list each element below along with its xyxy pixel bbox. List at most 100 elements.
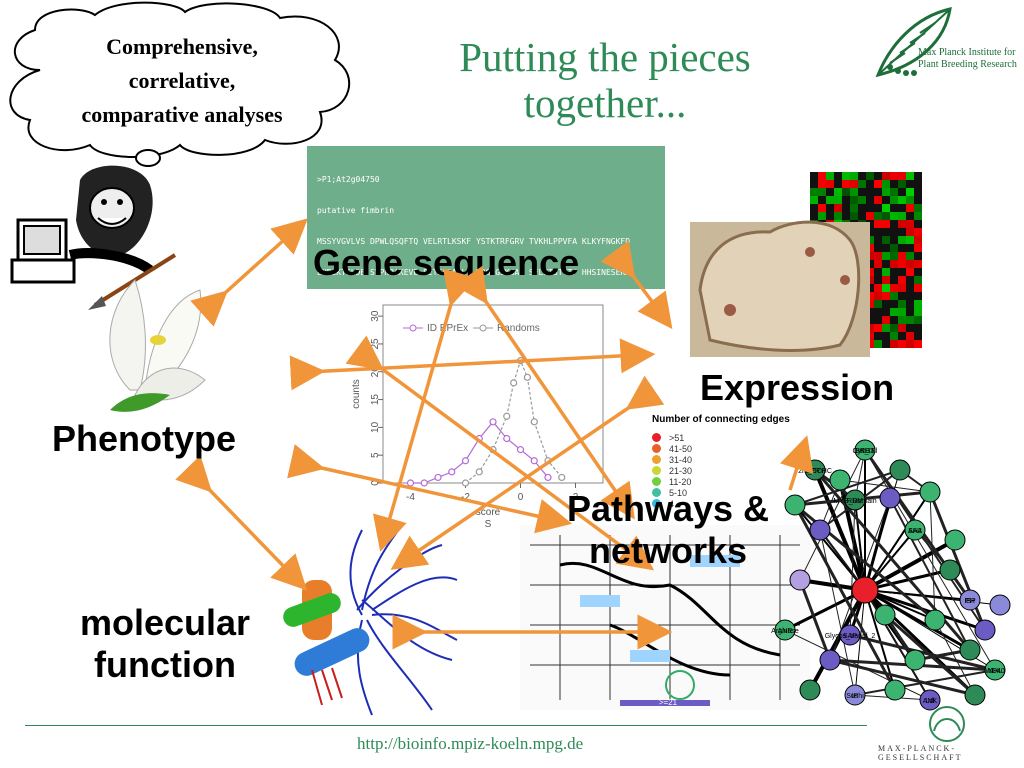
heatmap-cell	[882, 180, 890, 188]
heatmap-cell	[890, 260, 898, 268]
heatmap-cell	[906, 228, 914, 236]
heatmap-cell	[914, 260, 922, 268]
bubble-line-1: Comprehensive,	[106, 34, 258, 59]
heatmap-cell	[818, 188, 826, 196]
heatmap-cell	[914, 172, 922, 180]
heatmap-cell	[890, 188, 898, 196]
network-node	[874, 604, 896, 626]
heatmap-cell	[818, 212, 826, 220]
heatmap-cell	[882, 220, 890, 228]
heatmap-cell	[882, 332, 890, 340]
institute-line-1: Max Planck Institute for	[918, 47, 1016, 58]
heatmap-cell	[874, 292, 882, 300]
arrow-gene-function	[372, 268, 477, 552]
heatmap-cell	[914, 284, 922, 292]
heatmap-cell	[882, 300, 890, 308]
network-node	[984, 659, 1006, 681]
heatmap-cell	[914, 204, 922, 212]
heatmap-cell	[866, 212, 874, 220]
heatmap-cell	[866, 204, 874, 212]
heatmap-cell	[898, 252, 906, 260]
network-node	[844, 684, 866, 706]
network-node	[919, 481, 941, 503]
network-legend-title: Number of connecting edges	[652, 414, 790, 425]
heatmap-cell	[898, 332, 906, 340]
network-edge	[829, 658, 976, 697]
heatmap-cell	[818, 180, 826, 188]
legend-item-label: 4	[669, 498, 675, 509]
heatmap-cell	[842, 196, 850, 204]
heatmap-cell	[874, 308, 882, 316]
heatmap-cell	[882, 244, 890, 252]
heatmap-cell	[874, 276, 882, 284]
heatmap-cell	[882, 340, 890, 348]
heatmap-cell	[874, 340, 882, 348]
heatmap-cell	[898, 316, 906, 324]
network-node-label: BRCT	[855, 448, 875, 455]
heatmap-cell	[914, 308, 922, 316]
network-node-label: Ldl	[925, 698, 935, 705]
heatmap-cell	[874, 172, 882, 180]
heatmap-cell	[882, 204, 890, 212]
heatmap-cell	[882, 172, 890, 180]
heatmap-cell	[874, 324, 882, 332]
network-node-label: Glycos_transf_2	[825, 633, 876, 640]
network-edge	[839, 479, 931, 493]
arrow-phenotype-gene	[190, 218, 309, 327]
heatmap-cell	[890, 324, 898, 332]
heatmap-cell	[850, 204, 858, 212]
heatmap-cell	[890, 292, 898, 300]
network-node	[904, 519, 926, 541]
heatmap-cell	[898, 228, 906, 236]
heatmap-cell	[890, 316, 898, 324]
flower-illustration	[109, 279, 206, 412]
heatmap-cell	[882, 236, 890, 244]
heatmap-cell	[882, 252, 890, 260]
network-node	[939, 559, 961, 581]
heatmap-cell	[826, 196, 834, 204]
heatmap-cell	[906, 340, 914, 348]
network-node	[809, 519, 831, 541]
expression-image	[690, 172, 922, 357]
network-edge	[889, 497, 971, 651]
network-edge	[854, 499, 866, 591]
heatmap-cell	[898, 188, 906, 196]
molecular-label-line-2: function	[94, 644, 236, 685]
heatmap-cell	[874, 284, 882, 292]
network-node	[819, 649, 841, 671]
institute-line-2: Plant Breeding Research	[918, 59, 1017, 70]
heatmap-cell	[914, 228, 922, 236]
heatmap-cell	[890, 228, 898, 236]
network-node	[904, 649, 926, 671]
heatmap-cell	[898, 212, 906, 220]
legend-item-label: 31-40	[669, 454, 693, 465]
heatmap-cell	[914, 236, 922, 244]
heatmap-cell	[906, 188, 914, 196]
heatmap-cell	[874, 260, 882, 268]
heatmap-cell	[882, 316, 890, 324]
heatmap-cell	[906, 332, 914, 340]
arrow-network	[780, 435, 814, 491]
slide-title: Putting the pieces together...	[459, 34, 751, 126]
heatmap-cell	[906, 204, 914, 212]
heatmap-cell	[882, 196, 890, 204]
network-node-label: SPRY	[806, 468, 825, 475]
arrow-gene-pathways	[453, 265, 635, 520]
network-edge	[864, 538, 956, 592]
heatmap-cell	[818, 196, 826, 204]
heatmap-cell	[858, 196, 866, 204]
heatmap-cell	[906, 196, 914, 204]
heatmap-cell	[898, 204, 906, 212]
thought-bubble-text: Comprehensive, correlative, comparative …	[32, 30, 332, 132]
heatmap-cell	[914, 332, 922, 340]
network-node-label: Cys_tail	[853, 448, 878, 455]
molecular-label-line-1: molecular	[79, 602, 251, 643]
footer-url[interactable]: http://bioinfo.mpiz-koeln.mpg.de	[357, 734, 584, 753]
arrow-gene-expression	[600, 240, 673, 330]
heatmap-cell	[874, 180, 882, 188]
arrow-phenotype-function	[175, 455, 308, 591]
network-edge	[798, 579, 832, 661]
legend-item-label: >51	[669, 432, 685, 443]
caveman-computer-illustration	[10, 165, 177, 310]
